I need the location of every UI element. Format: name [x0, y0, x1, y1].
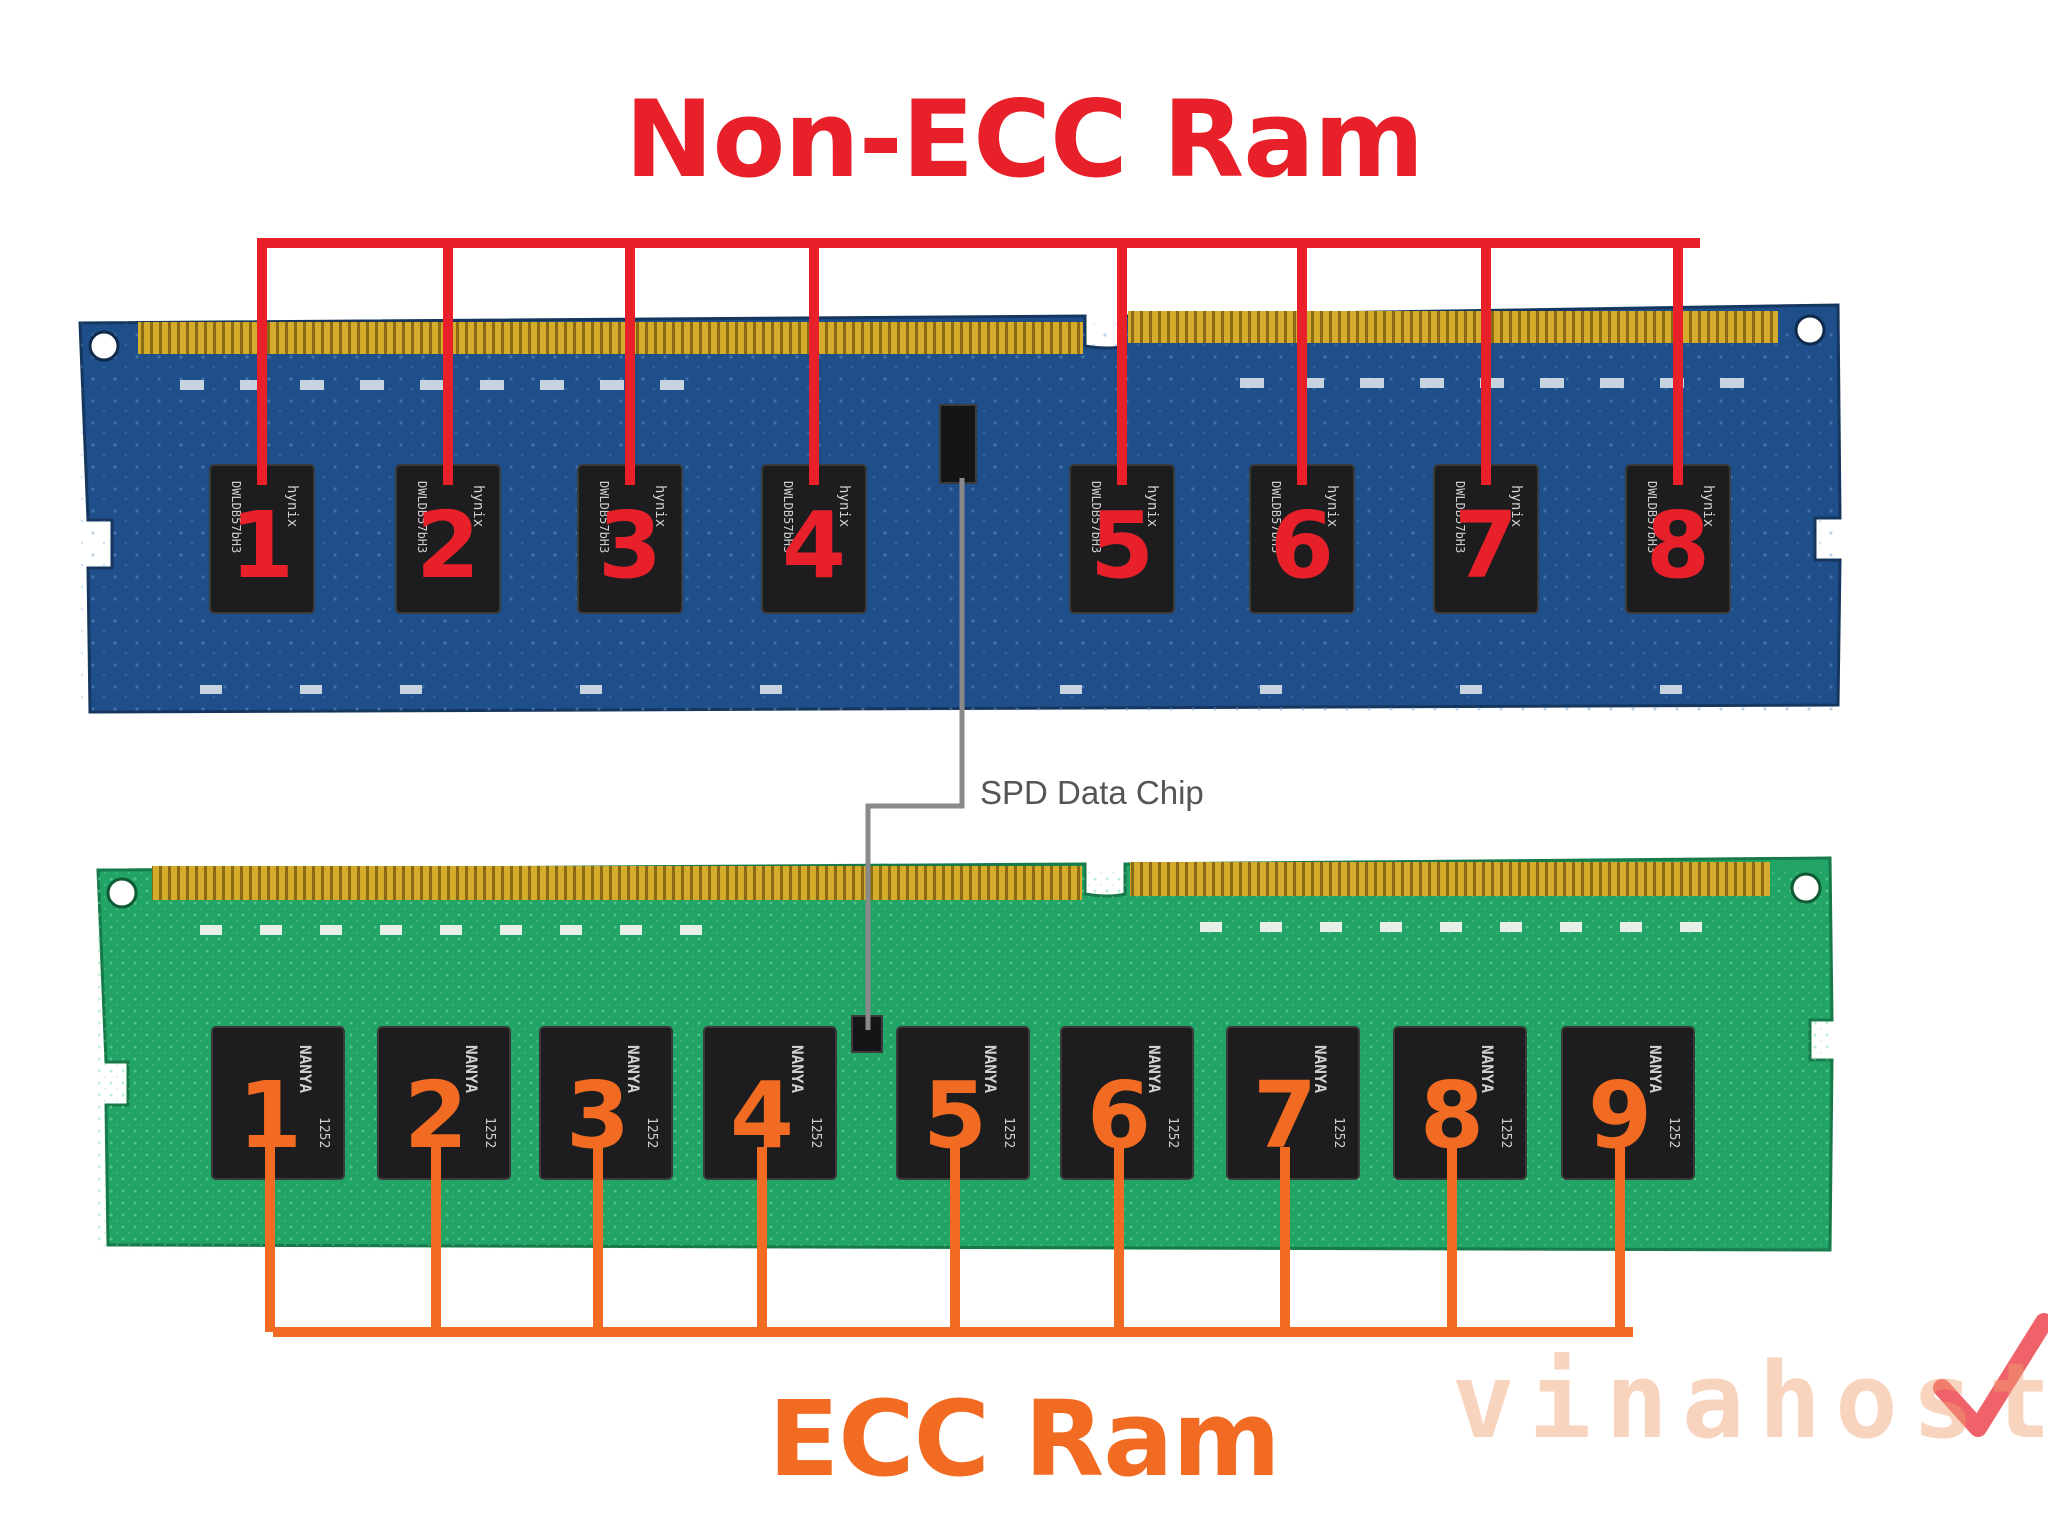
chip-code-text: DWLDB57bH3 — [1269, 481, 1283, 553]
brand-watermark: vinahost. — [1452, 1340, 2048, 1462]
chip-brand-text: hynix — [836, 485, 852, 527]
chip-code-text: 1252 — [1165, 1117, 1180, 1148]
spd-data-chip — [939, 404, 977, 484]
chip-brand-text: hynix — [652, 485, 668, 527]
chip-code-text: DWLDB57bH3 — [781, 481, 795, 553]
non-ecc-chip-number: 6 — [1270, 492, 1334, 599]
chip-brand-text: NANYA — [788, 1045, 807, 1094]
non-ecc-ram-title: Non-ECC Ram — [624, 78, 1425, 201]
chip-brand-text: hynix — [470, 485, 486, 527]
chip-code-text: 1252 — [482, 1117, 497, 1148]
ecc-mount-hole-left — [106, 877, 138, 909]
non-ecc-smd-components — [180, 378, 1744, 694]
ecc-ram-title: ECC Ram — [768, 1378, 1281, 1500]
ecc-smd-components — [200, 922, 1702, 935]
chip-body — [539, 1026, 673, 1180]
chip-code-text: 1252 — [1001, 1117, 1016, 1148]
chip-code-text: DWLDB57bH3 — [1089, 481, 1103, 553]
chip-code-text: DWLDB57bH3 — [1645, 481, 1659, 553]
chip-brand-text: NANYA — [624, 1045, 643, 1094]
chip-brand-text: hynix — [1700, 485, 1716, 527]
chip-code-text: 1252 — [316, 1117, 331, 1148]
chip-code-text: DWLDB57bH3 — [597, 481, 611, 553]
ecc-gold-contacts-right — [1130, 862, 1770, 896]
ecc-mount-hole-right — [1790, 872, 1822, 904]
non-ecc-mount-hole-right — [1794, 314, 1826, 346]
non-ecc-chip-number: 7 — [1454, 492, 1518, 599]
chip-body — [703, 1026, 837, 1180]
chip-code-text: 1252 — [808, 1117, 823, 1148]
non-ecc-chip-number: 8 — [1646, 492, 1710, 599]
ecc-chip-bracket — [265, 1147, 1633, 1337]
chip-code-text: 1252 — [644, 1117, 659, 1148]
chip-brand-text: hynix — [1324, 485, 1340, 527]
ecc-gold-contacts-left — [152, 866, 1082, 900]
chip-code-text: DWLDB57bH3 — [229, 481, 243, 553]
non-ecc-gold-contacts-left — [138, 322, 1083, 354]
chip-brand-text: NANYA — [1646, 1045, 1665, 1094]
non-ecc-gold-contacts-right — [1128, 311, 1778, 343]
chip-body — [211, 1026, 345, 1180]
chip-brand-text: NANYA — [1311, 1045, 1330, 1094]
non-ecc-chip-number: 5 — [1090, 492, 1154, 599]
chip-body — [1393, 1026, 1527, 1180]
chip-brand-text: hynix — [1144, 485, 1160, 527]
non-ecc-chip-number: 2 — [416, 492, 480, 599]
chip-brand-text: hynix — [1508, 485, 1524, 527]
chip-brand-text: hynix — [284, 485, 300, 527]
chip-code-text: DWLDB57bH3 — [1453, 481, 1467, 553]
non-ecc-chip-number: 4 — [782, 492, 846, 599]
chip-body — [1060, 1026, 1194, 1180]
chip-body — [1561, 1026, 1695, 1180]
chip-code-text: DWLDB57bH3 — [415, 481, 429, 553]
chip-brand-text: NANYA — [981, 1045, 1000, 1094]
non-ecc-chip-number: 3 — [598, 492, 662, 599]
non-ecc-mount-hole-left — [88, 330, 120, 362]
spd-connector-line — [865, 478, 965, 1030]
chip-body — [377, 1026, 511, 1180]
chip-body — [896, 1026, 1030, 1180]
brand-check-icon — [1933, 1313, 2048, 1437]
non-ecc-chip-bracket — [257, 238, 1700, 485]
chip-brand-text: NANYA — [296, 1045, 315, 1094]
chip-brand-text: NANYA — [1145, 1045, 1164, 1094]
spd-data-chip-label: SPD Data Chip — [980, 774, 1204, 811]
chip-code-text: 1252 — [1498, 1117, 1513, 1148]
chip-brand-text: NANYA — [462, 1045, 481, 1094]
chip-code-text: 1252 — [1666, 1117, 1681, 1148]
non-ecc-chip-number: 1 — [230, 492, 294, 599]
chip-body — [1226, 1026, 1360, 1180]
chip-code-text: 1252 — [1331, 1117, 1346, 1148]
chip-brand-text: NANYA — [1478, 1045, 1497, 1094]
